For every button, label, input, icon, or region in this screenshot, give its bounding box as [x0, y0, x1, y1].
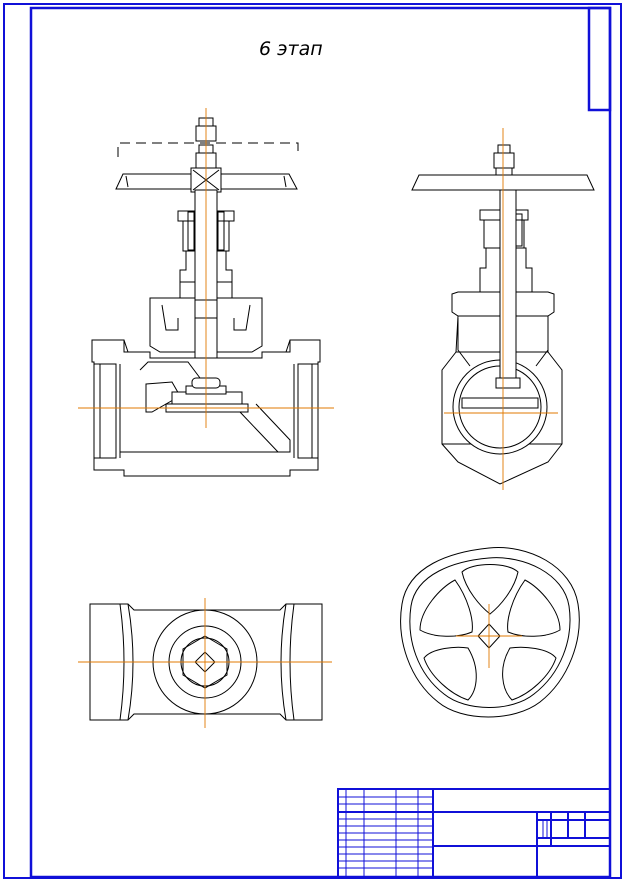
sheet-frame: [3, 3, 622, 879]
top-designation-box: [587, 6, 612, 112]
handwheel-view: [400, 547, 580, 718]
title-block: [337, 788, 611, 878]
side-view: [411, 128, 595, 490]
top-view: [78, 598, 332, 728]
front-view: [78, 108, 334, 477]
stage-label: 6 этап: [259, 38, 323, 60]
